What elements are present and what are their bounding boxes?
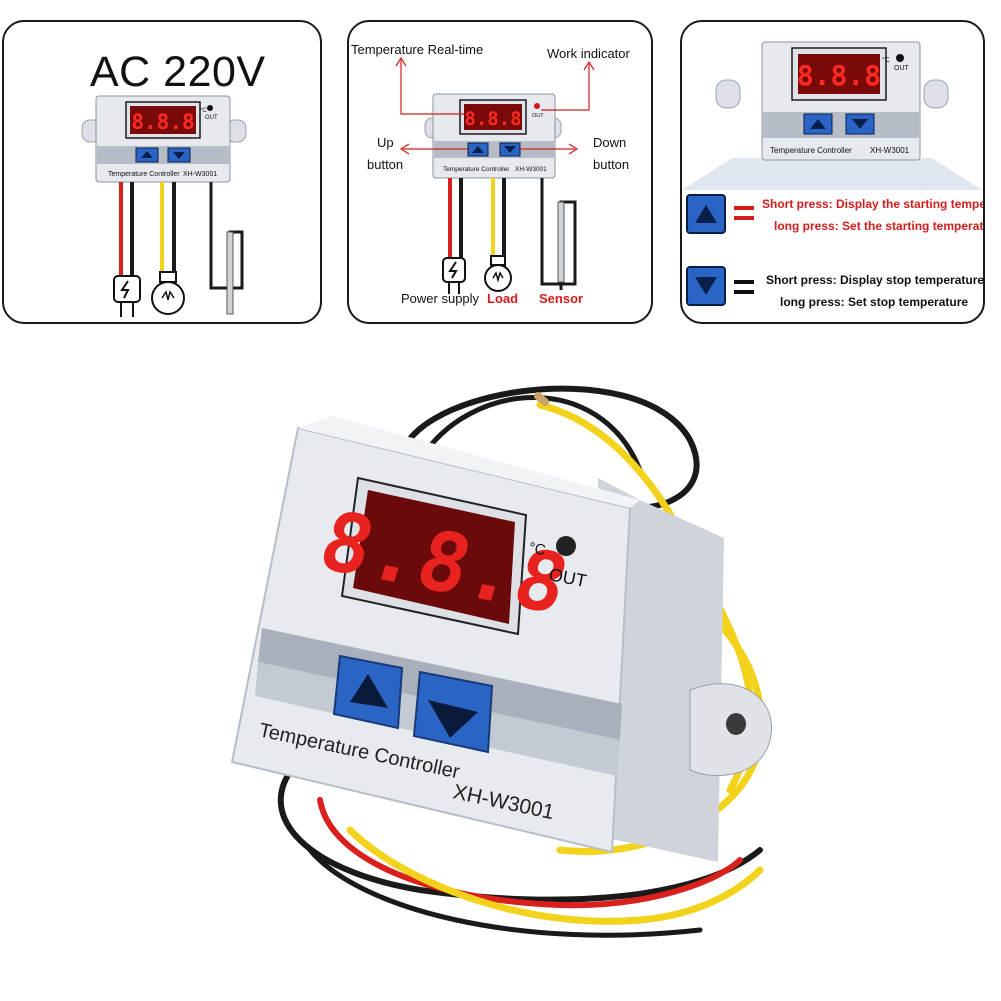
down-short-press-text: Short press: Display stop temperature. bbox=[766, 273, 985, 287]
svg-text:OUT: OUT bbox=[532, 113, 544, 119]
callouts-diagram: 8.8.8 OUT Temperature Controller XH-W300… bbox=[395, 56, 595, 294]
svg-text:OUT: OUT bbox=[205, 115, 218, 121]
device-display bbox=[798, 54, 880, 94]
photo-out-indicator bbox=[556, 536, 576, 556]
temperature-realtime-label: Temperature Real-time bbox=[351, 42, 484, 57]
product-photo: 8.8.8 °C OUT Temperature Controller XH-W… bbox=[230, 385, 772, 938]
down-button-legend bbox=[686, 266, 726, 306]
photo-down-button bbox=[412, 670, 494, 754]
svg-text:8.8.8: 8.8.8 bbox=[464, 108, 521, 130]
wiring-diagram: 8.8.8 °C OUT Temperature Controller XH-W… bbox=[81, 95, 247, 317]
sensor-label: Sensor bbox=[539, 291, 584, 306]
svg-text:XH-W3001: XH-W3001 bbox=[183, 171, 217, 178]
down-button-label-line1: Down bbox=[593, 135, 627, 150]
up-button-label-line2: button bbox=[367, 157, 404, 172]
instructions-panel: 8.8.8 °C OUT Temperature Controller XH-W… bbox=[680, 20, 985, 324]
down-button-label-line2: button bbox=[593, 157, 630, 172]
out-indicator bbox=[207, 105, 213, 111]
sensor-probe bbox=[557, 201, 565, 283]
device-display bbox=[130, 106, 196, 134]
svg-text:Temperature Controller: Temperature Controller bbox=[770, 146, 852, 155]
svg-text:Temperature Controller: Temperature Controller bbox=[108, 171, 180, 178]
plug-icon bbox=[113, 275, 141, 317]
arrow-down-icon bbox=[428, 700, 478, 738]
photo-display bbox=[353, 490, 515, 624]
svg-text:°C: °C bbox=[200, 108, 207, 114]
up-button-legend bbox=[686, 194, 726, 234]
supply-voltage-title: AC 220V bbox=[90, 48, 266, 96]
out-indicator bbox=[896, 54, 904, 62]
arrow-up-icon bbox=[141, 151, 153, 158]
device-display bbox=[464, 104, 522, 130]
arrow-down-icon bbox=[695, 277, 717, 295]
arrow-up-icon bbox=[695, 205, 717, 223]
svg-text:Temperature Controller: Temperature Controller bbox=[443, 166, 510, 173]
svg-text:XH-W3001: XH-W3001 bbox=[870, 146, 910, 155]
up-button-label-line1: Up bbox=[377, 135, 394, 150]
callouts-panel: 8.8.8 OUT Temperature Controller XH-W300… bbox=[347, 20, 653, 324]
equals-icon bbox=[734, 280, 754, 294]
equals-icon bbox=[734, 206, 754, 220]
svg-text:OUT: OUT bbox=[894, 65, 910, 72]
work-indicator-label: Work indicator bbox=[547, 46, 630, 61]
device-display-digits: 8.8.8 bbox=[131, 110, 194, 134]
wiring-panel: 8.8.8 °C OUT Temperature Controller XH-W… bbox=[2, 20, 322, 324]
svg-text:°C: °C bbox=[527, 539, 547, 559]
bulb-icon bbox=[484, 255, 512, 292]
sensor-probe bbox=[226, 231, 234, 315]
load-label: Load bbox=[487, 291, 519, 306]
arrow-down-icon bbox=[173, 152, 185, 159]
plug-icon bbox=[442, 257, 466, 294]
power-supply-label: Power supply bbox=[401, 291, 480, 306]
svg-text:8.8.8: 8.8.8 bbox=[797, 59, 881, 92]
arrow-up-icon bbox=[350, 674, 388, 708]
up-long-press-text: long press: Set the starting temperature bbox=[774, 219, 985, 233]
arrow-up-icon bbox=[472, 146, 484, 153]
photo-up-button bbox=[332, 654, 404, 730]
work-indicator-led bbox=[534, 103, 540, 109]
arrow-up-icon bbox=[810, 119, 826, 129]
arrow-down-icon bbox=[852, 119, 868, 129]
bulb-icon bbox=[151, 271, 185, 315]
instructions-diagram: 8.8.8 °C OUT Temperature Controller XH-W… bbox=[682, 41, 982, 190]
svg-text:XH-W3001: XH-W3001 bbox=[515, 166, 547, 173]
up-short-press-text: Short press: Display the starting temper… bbox=[762, 197, 983, 211]
down-long-press-text: long press: Set stop temperature bbox=[780, 295, 969, 309]
svg-text:°C: °C bbox=[882, 56, 890, 64]
arrow-down-icon bbox=[504, 146, 516, 153]
